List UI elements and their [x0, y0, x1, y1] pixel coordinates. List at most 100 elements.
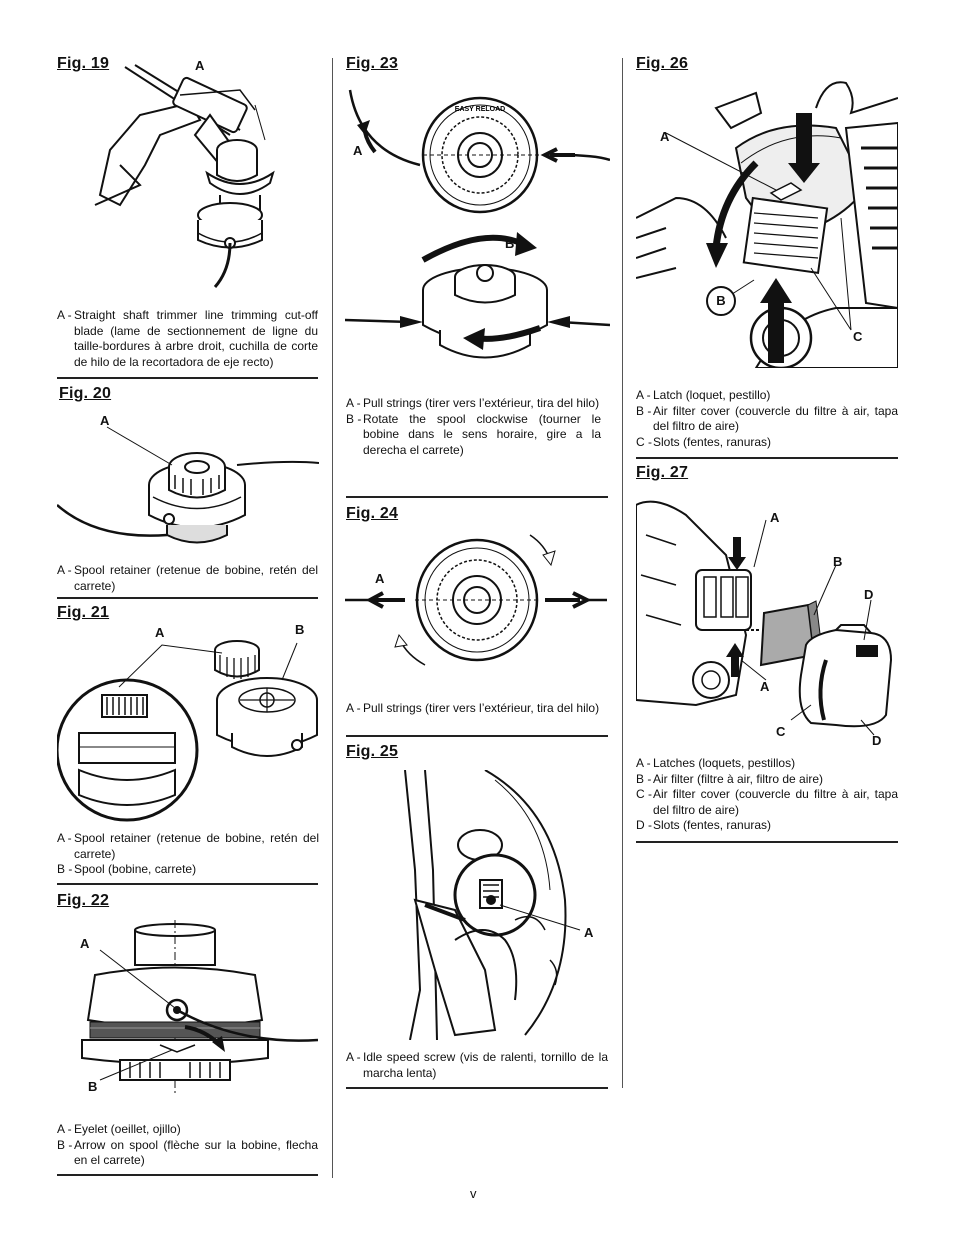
fig23-spool-illustration: EASY RELOAD	[345, 89, 610, 359]
caption-key: A -	[57, 563, 72, 577]
fig27-label-a-bottom: A	[760, 679, 770, 694]
caption-text: Latches (loquets, pestillos)	[653, 756, 796, 770]
caption-item: B -Spool (bobine, carrete)	[57, 862, 319, 878]
caption-key: A -	[57, 308, 72, 322]
caption-item: A -Idle speed screw (vis de ralenti, tor…	[346, 1050, 608, 1081]
fig20-title: Fig. 20	[59, 385, 112, 402]
caption-text: Spool retainer (retenue de bobine, retén…	[74, 563, 318, 593]
caption-key: A -	[346, 396, 361, 410]
caption-key: A -	[636, 388, 651, 402]
fig21-label-b: B	[295, 622, 305, 637]
fig26-label-c: C	[853, 329, 863, 344]
fig23-spool-text: EASY RELOAD	[455, 106, 505, 113]
caption-item: A -Pull strings (tirer vers l’extérieur,…	[346, 701, 608, 717]
fig24-bottom-rule	[346, 735, 608, 737]
fig26-air-filter-cover-illustration	[636, 81, 898, 368]
fig27-bottom-rule	[636, 841, 898, 843]
caption-text: Slots (fentes, ranuras)	[653, 818, 772, 832]
caption-key: A -	[57, 831, 72, 845]
fig26-label-a: A	[660, 129, 670, 144]
fig27-caption: A -Latches (loquets, pestillos) B -Air f…	[636, 756, 898, 834]
fig20-label-a: A	[100, 413, 110, 428]
caption-item: A -Pull strings (tirer vers l’extérieur,…	[346, 396, 601, 412]
caption-text: Straight shaft trimmer line trimming cut…	[74, 308, 318, 369]
fig19-bottom-rule	[57, 377, 318, 379]
fig26-bottom-rule	[636, 457, 898, 459]
fig27-title: Fig. 27	[636, 464, 689, 481]
caption-key: A -	[346, 1050, 361, 1064]
caption-item: A -Latch (loquet, pestillo)	[636, 388, 898, 404]
caption-text: Air filter cover (couvercle du filtre à …	[653, 787, 898, 817]
fig22-caption: A -Eyelet (oeillet, ojillo) B -Arrow on …	[57, 1122, 318, 1169]
fig19-title: Fig. 19	[57, 55, 110, 72]
column-divider-2	[622, 58, 623, 1088]
fig25-caption: A -Idle speed screw (vis de ralenti, tor…	[346, 1050, 608, 1081]
fig22-label-b: B	[88, 1079, 98, 1094]
caption-item: A -Straight shaft trimmer line trimming …	[57, 308, 318, 370]
fig27-label-b: B	[833, 554, 843, 569]
fig26-title: Fig. 26	[636, 55, 689, 72]
caption-text: Pull strings (tirer vers l’extérieur, ti…	[363, 396, 600, 410]
fig27-air-filter-illustration	[636, 500, 893, 736]
caption-text: Arrow on spool (flèche sur la bobine, fl…	[74, 1137, 318, 1168]
fig21-title: Fig. 21	[57, 604, 110, 621]
caption-key: B -	[346, 411, 362, 426]
column-divider-1	[332, 58, 333, 1178]
caption-text: Pull strings (tirer vers l’extérieur, ti…	[363, 701, 600, 715]
fig22-title: Fig. 22	[57, 892, 110, 909]
fig23-caption: A -Pull strings (tirer vers l’extérieur,…	[346, 396, 601, 458]
fig27-label-a-top: A	[770, 510, 780, 525]
caption-item: B -Rotate the spool clockwise (tourner l…	[346, 412, 601, 459]
fig24-caption: A -Pull strings (tirer vers l’extérieur,…	[346, 701, 608, 717]
caption-key: A -	[346, 701, 361, 715]
page-number: v	[470, 1186, 477, 1201]
fig22-label-a: A	[80, 936, 90, 951]
fig19-trimmer-head-illustration	[94, 64, 275, 288]
fig27-label-c: C	[776, 724, 786, 739]
fig24-spool-illustration	[345, 534, 607, 666]
caption-item: D -Slots (fentes, ranuras)	[636, 818, 898, 834]
fig25-label-a: A	[584, 925, 594, 940]
fig20-spool-retainer-illustration	[57, 426, 319, 544]
caption-key: B -	[636, 771, 652, 786]
caption-item: C -Slots (fentes, ranuras)	[636, 435, 898, 451]
caption-key: B -	[636, 403, 652, 418]
fig23-bottom-rule	[346, 496, 608, 498]
fig26-caption: A -Latch (loquet, pestillo) B -Air filte…	[636, 388, 898, 450]
fig25-bottom-rule	[346, 1087, 608, 1089]
fig24-label-a: A	[375, 571, 385, 586]
caption-item: A -Spool retainer (retenue de bobine, re…	[57, 563, 318, 594]
fig25-engine-illustration	[404, 770, 581, 1040]
caption-text: Air filter (filtre à air, filtro de aire…	[653, 771, 824, 786]
caption-text: Air filter cover (couvercle du filtre à …	[653, 403, 898, 434]
caption-item: C -Air filter cover (couvercle du filtre…	[636, 787, 898, 818]
caption-key: C -	[636, 434, 652, 449]
fig21-label-a: A	[155, 625, 165, 640]
fig25-title: Fig. 25	[346, 743, 399, 760]
caption-key: A -	[636, 756, 651, 770]
caption-text: Rotate the spool clockwise (tourner le b…	[363, 411, 601, 457]
caption-key: A -	[57, 1122, 72, 1136]
fig27-label-d-top: D	[864, 587, 874, 602]
fig20-caption: A -Spool retainer (retenue de bobine, re…	[57, 563, 318, 594]
fig26-label-b: B	[716, 293, 726, 308]
fig21-caption: A -Spool retainer (retenue de bobine, re…	[57, 831, 319, 878]
fig19-caption: A -Straight shaft trimmer line trimming …	[57, 308, 318, 370]
fig23-title: Fig. 23	[346, 55, 399, 72]
fig21-bottom-rule	[57, 883, 318, 885]
caption-text: Eyelet (oeillet, ojillo)	[74, 1122, 181, 1136]
fig23-label-b: B	[505, 236, 515, 251]
fig19-label-a: A	[195, 58, 205, 73]
caption-key: C -	[636, 787, 652, 801]
fig21-spool-illustration	[57, 640, 318, 822]
fig27-label-d-bottom: D	[872, 733, 882, 748]
caption-text: Latch (loquet, pestillo)	[653, 388, 771, 402]
caption-text: Spool retainer (retenue de bobine, retén…	[74, 831, 319, 861]
fig23-label-a: A	[353, 143, 363, 158]
caption-text: Slots (fentes, ranuras)	[653, 434, 772, 449]
fig26-label-b-circle: B	[706, 286, 736, 316]
caption-item: A -Spool retainer (retenue de bobine, re…	[57, 831, 319, 862]
caption-item: A -Latches (loquets, pestillos)	[636, 756, 898, 772]
caption-key: B -	[57, 1137, 73, 1152]
caption-item: B -Arrow on spool (flèche sur la bobine,…	[57, 1138, 318, 1169]
